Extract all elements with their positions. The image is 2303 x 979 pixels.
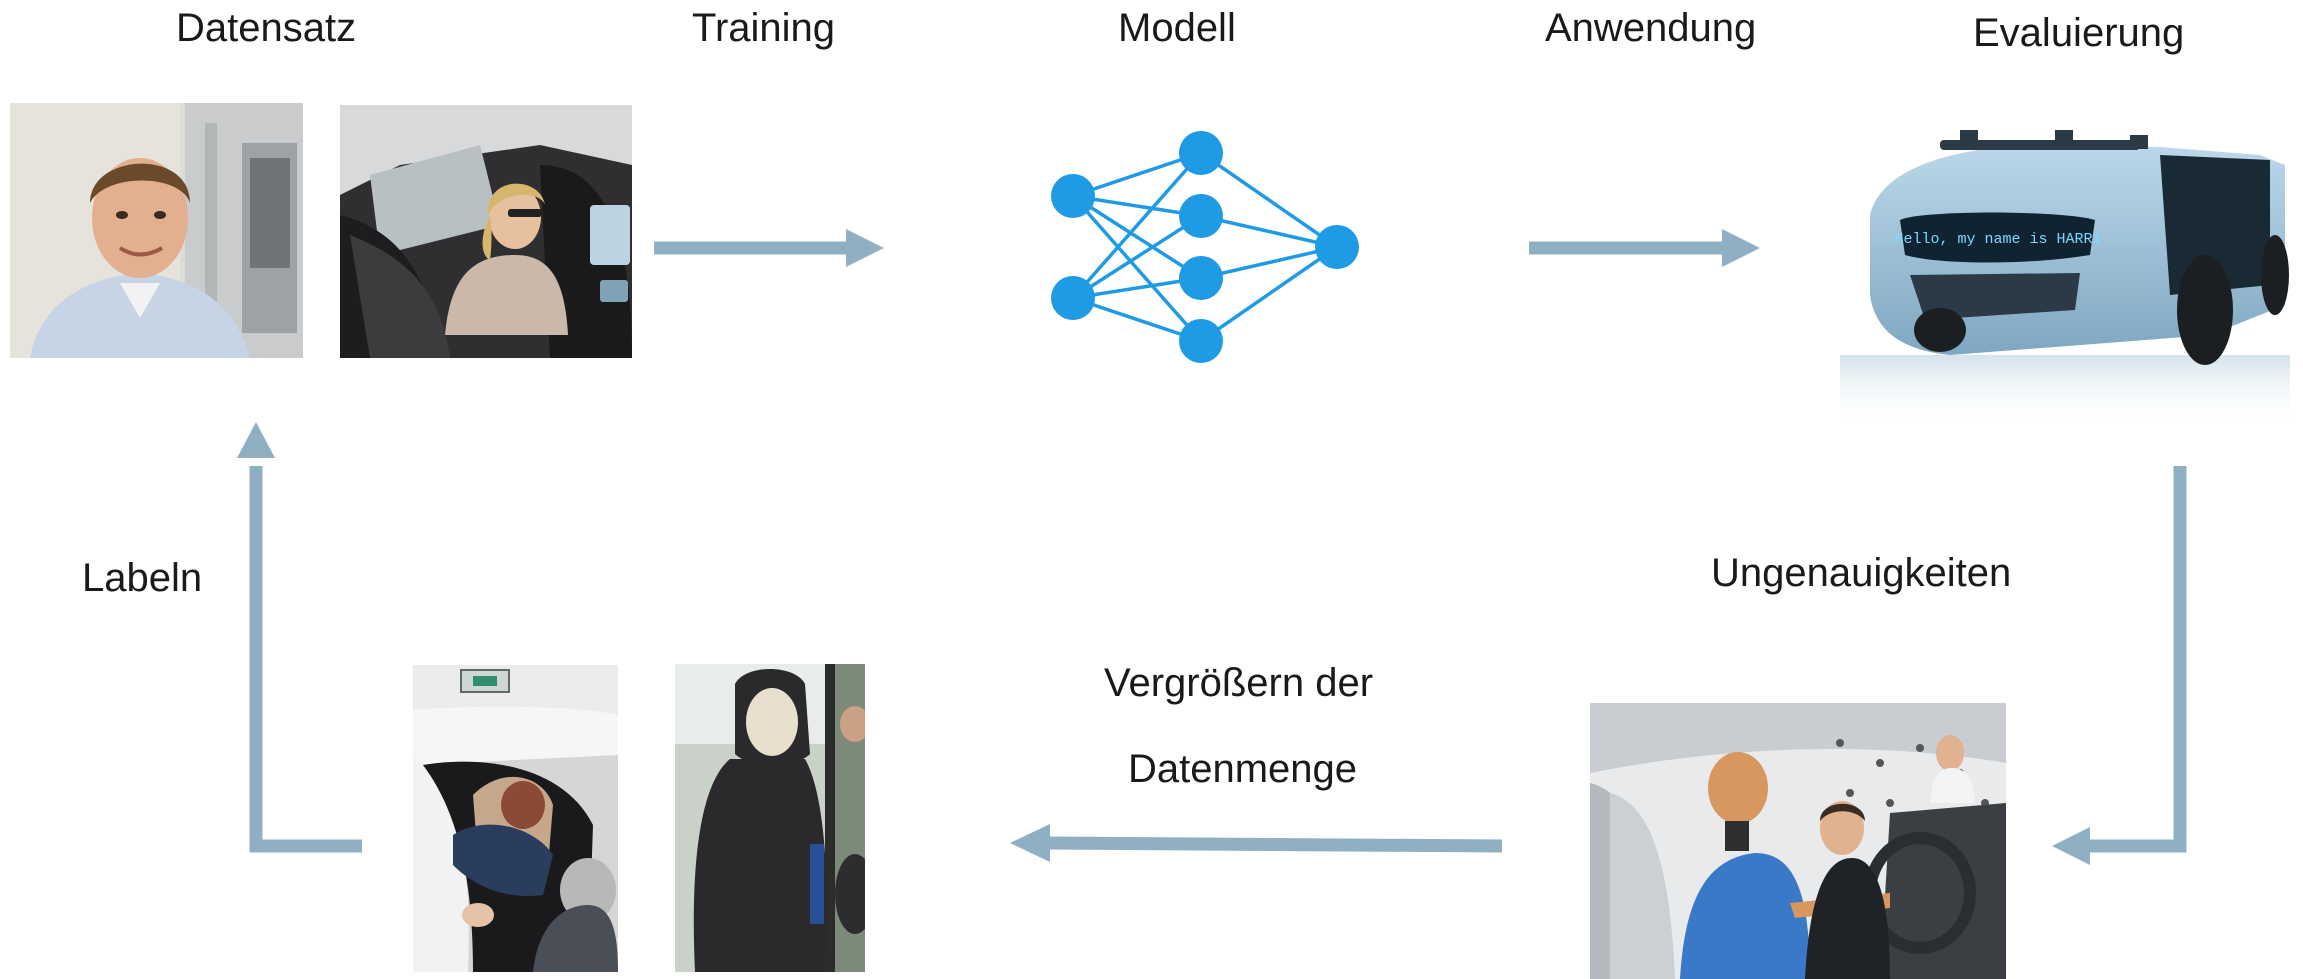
arrowhead-vergroessern [1010,824,1050,862]
nn-hidden-node [1179,256,1223,300]
photo-dummy-black-suit [675,664,865,972]
label-datensatz: Datensatz [176,6,357,50]
arrowhead-training [846,229,884,267]
label-vergroessern-line1: Vergrößern der [1104,661,1374,705]
label-vergroessern-line2: Datenmenge [1128,747,1358,791]
arrow-labeln [249,466,362,853]
label-labeln: Labeln [82,556,203,600]
label-training: Training [692,6,836,50]
label-anwendung: Anwendung [1545,6,1757,50]
label-evaluierung: Evaluierung [1973,11,2185,55]
arrowhead-ungenauigkeiten [2052,827,2090,865]
nn-input-node [1051,276,1095,320]
label-ungenauigkeiten: Ungenauigkeiten [1711,551,2012,595]
arrowhead-anwendung [1722,229,1760,267]
vehicle-display-text: Hello, my name is HARRI [1894,231,2101,248]
label-modell: Modell [1118,6,1236,50]
photo-researcher-portrait [10,103,303,358]
photo-autonomous-vehicle: Hello, my name is HARRI [1830,125,2290,430]
nn-hidden-node [1179,319,1223,363]
photo-driver-with-tablet [340,105,632,358]
arrowhead-labeln [237,422,275,458]
nn-input-node [1051,174,1095,218]
photo-dummy-car-seat [413,665,618,972]
nn-hidden-node [1179,131,1223,175]
arrow-ungenauigkeiten [2085,466,2187,853]
arrow-vergroessern [1045,836,1503,853]
photo-crash-test-dummy [1590,703,2006,979]
nn-output-node [1315,225,1359,269]
nn-hidden-node [1179,194,1223,238]
